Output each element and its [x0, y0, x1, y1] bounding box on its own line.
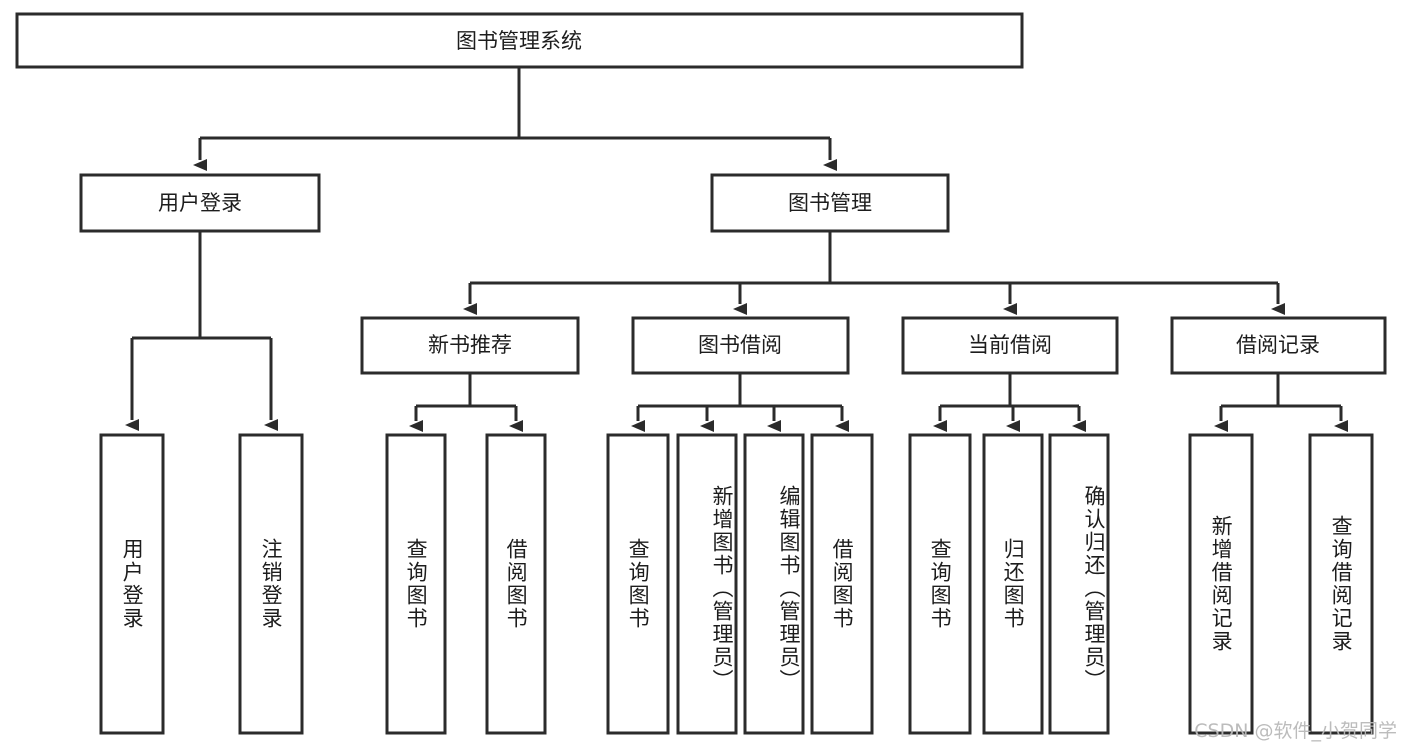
node-box-leaf-query-book-rec[interactable] — [385, 433, 447, 735]
watermark-text: CSDN @软件_小贺同学 — [1194, 720, 1397, 742]
node-label-root: 图书管理系统 — [456, 29, 582, 53]
node-label-borrow-record: 借阅记录 — [1236, 333, 1320, 357]
node-box-leaf-query-borrow-record[interactable] — [1308, 433, 1374, 735]
node-box-user-login[interactable] — [79, 173, 321, 233]
node-box-leaf-user-login[interactable] — [99, 433, 165, 735]
node-box-leaf-edit-book[interactable] — [743, 433, 805, 735]
node-label-new-book-recommend: 新书推荐 — [428, 333, 512, 357]
node-box-new-book-recommend[interactable] — [360, 316, 580, 375]
node-label-current-borrow: 当前借阅 — [968, 333, 1052, 357]
node-label-book-management: 图书管理 — [788, 191, 872, 215]
node-box-leaf-add-borrow-record[interactable] — [1188, 433, 1254, 735]
node-label-user-login: 用户登录 — [158, 191, 242, 215]
node-box-leaf-logout[interactable] — [238, 433, 304, 735]
node-box-leaf-add-book[interactable] — [676, 433, 738, 735]
node-box-leaf-query-book-current[interactable] — [908, 433, 972, 735]
node-box-root[interactable] — [15, 12, 1024, 69]
node-box-leaf-borrow-book-rec[interactable] — [485, 433, 547, 735]
node-box-leaf-query-book-borrow[interactable] — [606, 433, 670, 735]
node-box-leaf-confirm-return[interactable] — [1048, 433, 1110, 735]
node-label-book-borrow: 图书借阅 — [698, 333, 782, 357]
node-box-leaf-borrow-book[interactable] — [810, 433, 874, 735]
node-box-leaf-return-book[interactable] — [982, 433, 1044, 735]
node-box-current-borrow[interactable] — [901, 316, 1119, 375]
